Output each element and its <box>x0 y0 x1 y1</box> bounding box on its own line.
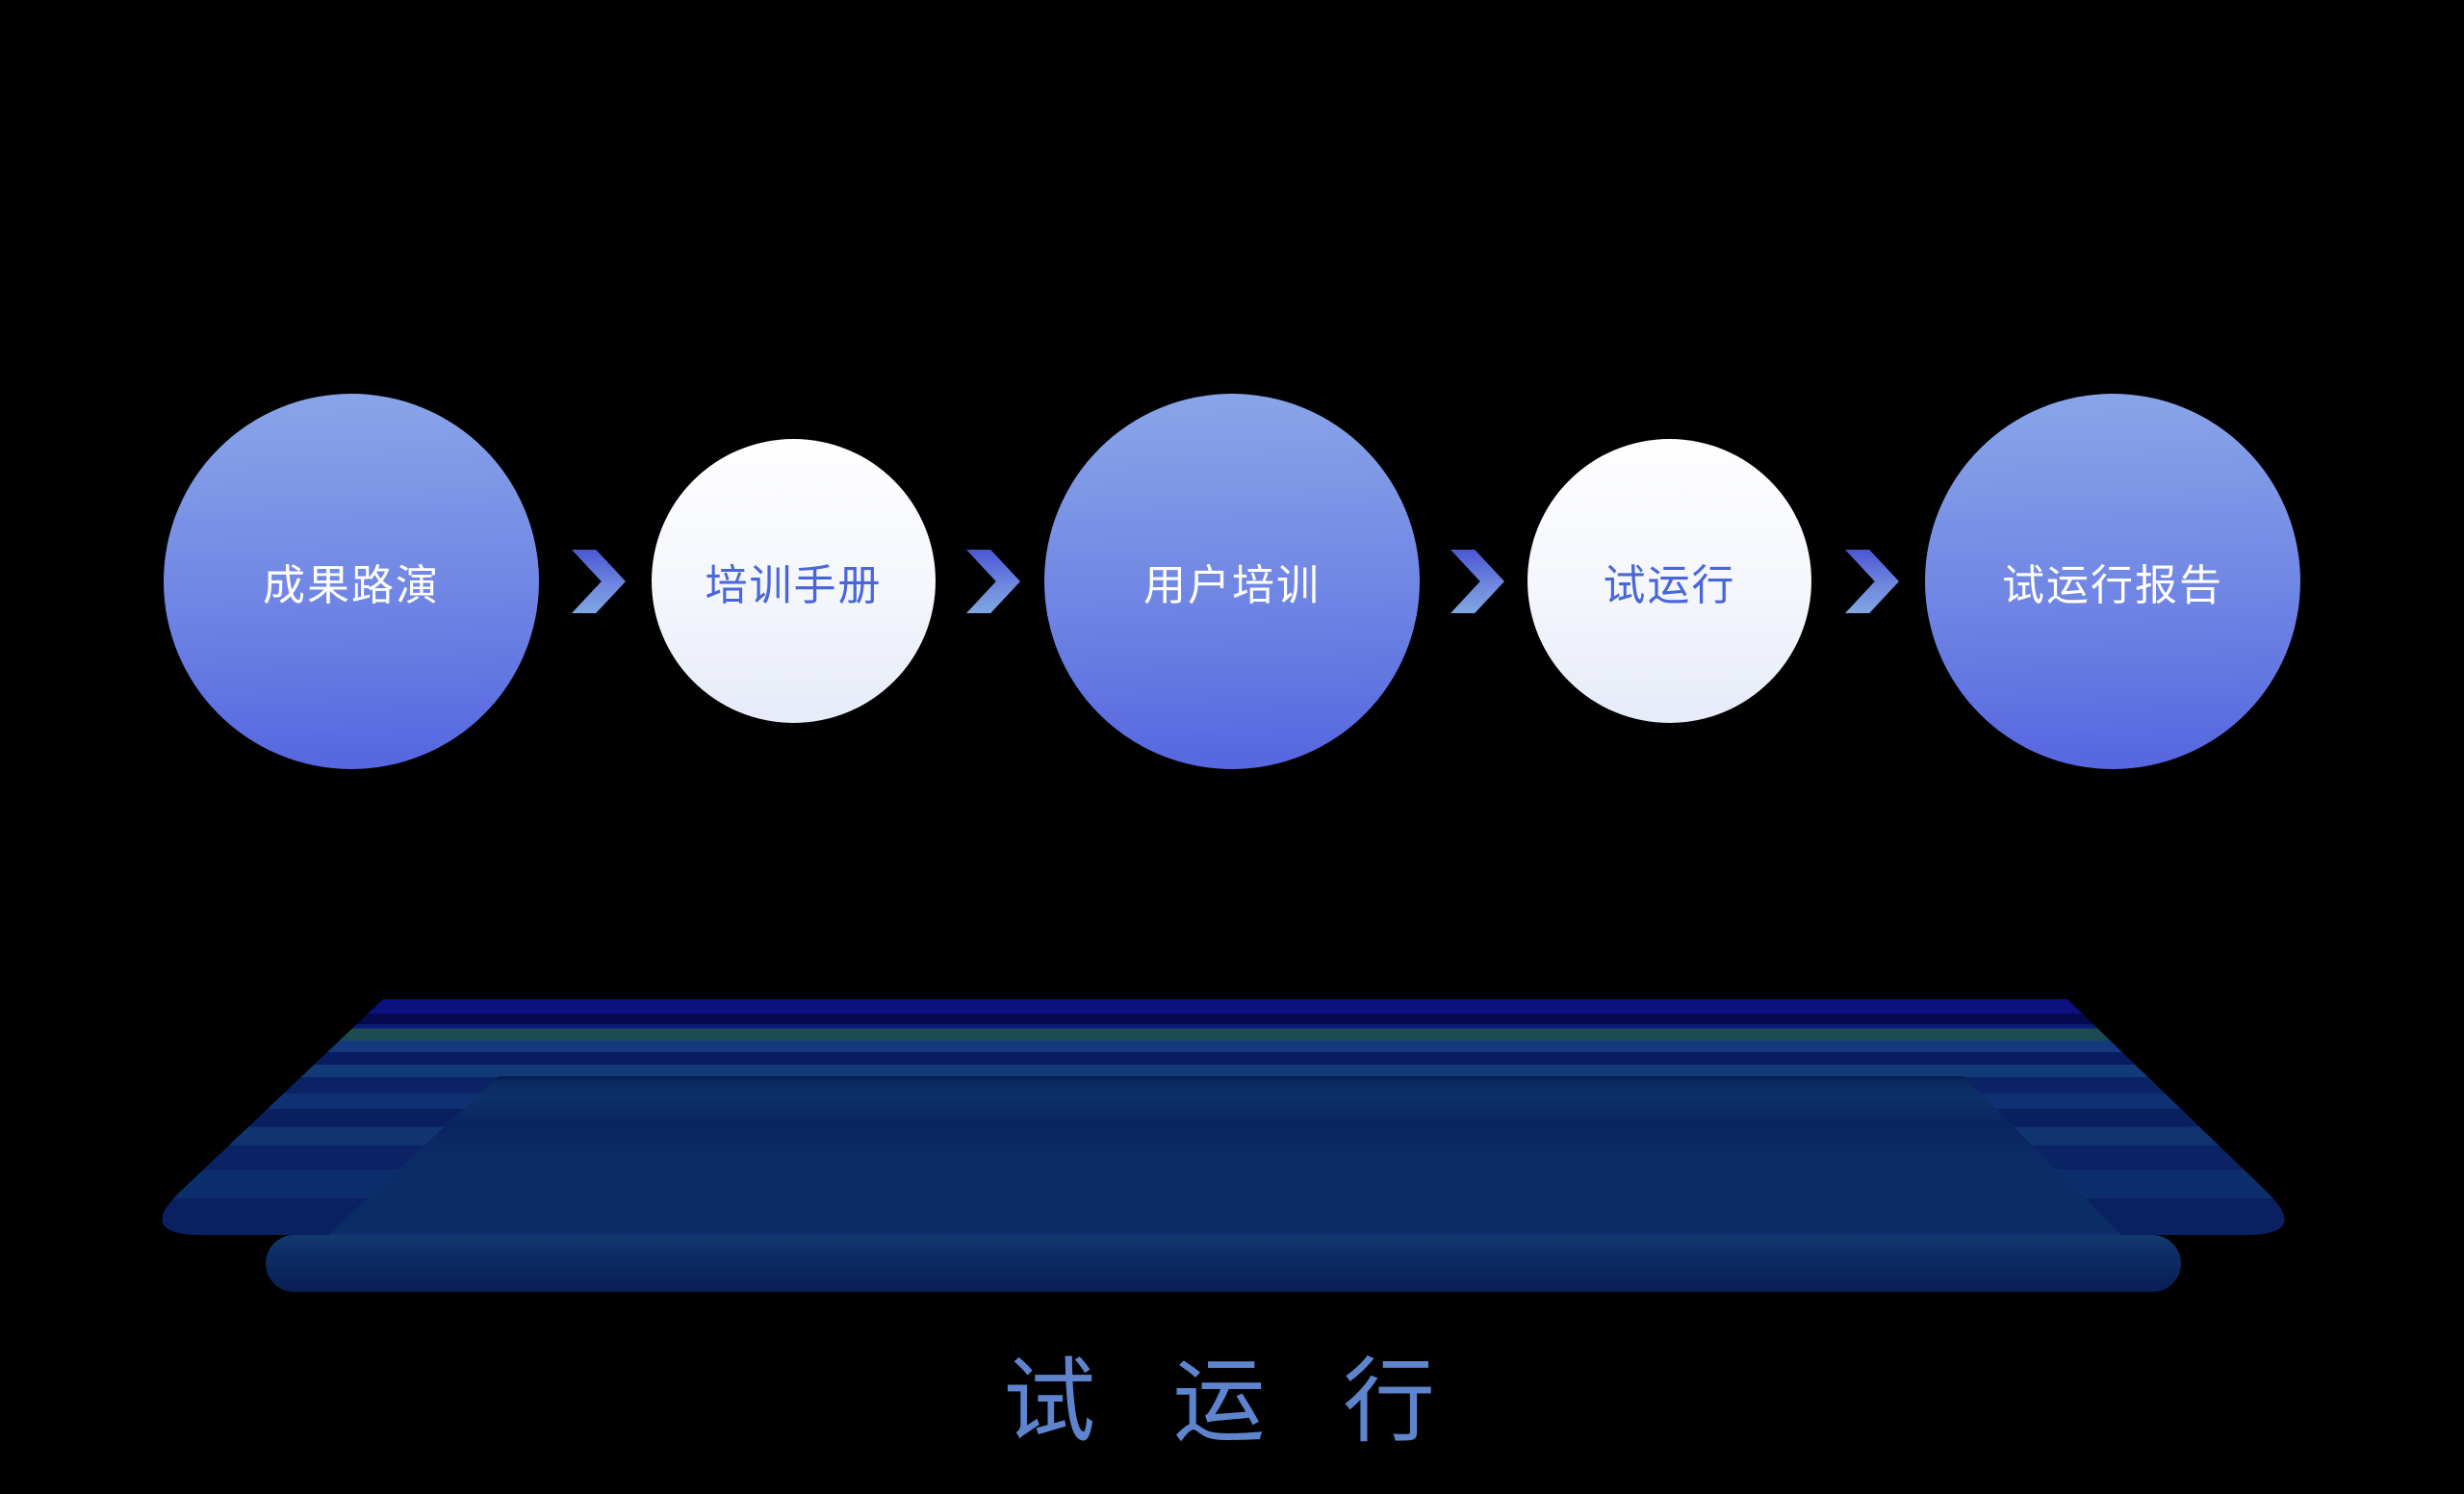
chevron-right-icon <box>966 550 1020 613</box>
platform-graphic <box>162 999 2285 1292</box>
chevron-right-icon <box>572 550 626 613</box>
platform-caption: 试 运 行 <box>1003 1351 1461 1454</box>
process-step-label: 成果路演 <box>263 562 440 609</box>
platform-front-trapezoid <box>310 1076 2139 1252</box>
chevron-right-icon <box>1845 550 1899 613</box>
chevron-right-icon <box>1450 550 1504 613</box>
process-step-label: 培训手册 <box>705 561 883 609</box>
process-step-circle: 试运行 <box>1527 439 1811 723</box>
process-step-circle: 试运行报告 <box>1925 394 2300 769</box>
process-step-label: 试运行报告 <box>2002 562 2223 609</box>
platform-pill-bar <box>266 1235 2181 1292</box>
process-step-circle: 成果路演 <box>164 394 539 769</box>
process-step-circle: 培训手册 <box>652 439 936 723</box>
process-step-label: 用户培训 <box>1143 562 1321 609</box>
process-step-circle: 用户培训 <box>1044 394 1420 769</box>
process-step-label: 试运行 <box>1603 561 1736 609</box>
